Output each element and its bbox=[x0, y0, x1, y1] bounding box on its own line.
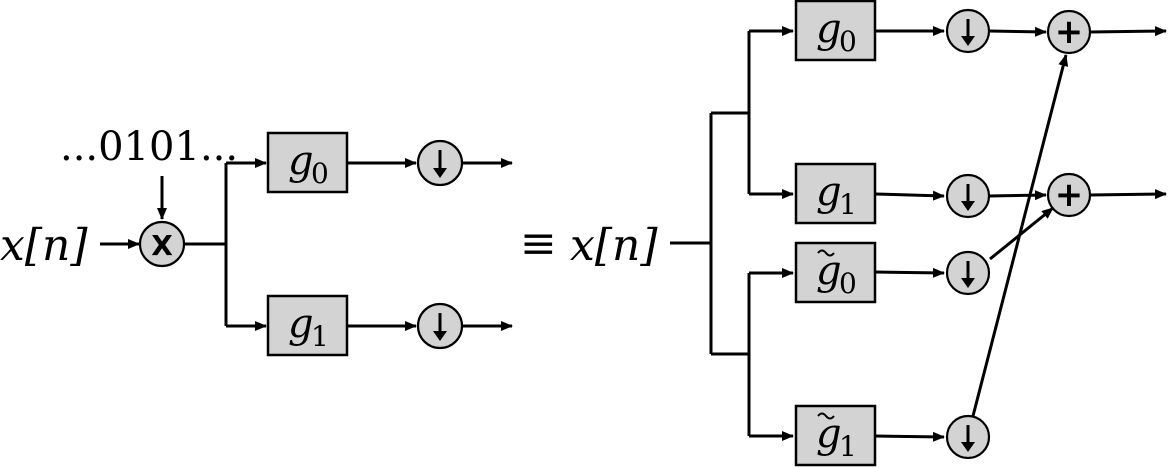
wire-down4-adder1 bbox=[971, 54, 1069, 417]
left-system: x[n] ...0101... X g 0 g 1 bbox=[0, 124, 513, 357]
multiplier-node: X bbox=[138, 220, 186, 268]
down-arrow-icon bbox=[433, 313, 447, 341]
right-output-bottom bbox=[1089, 189, 1167, 200]
down-arrow-icon bbox=[961, 184, 975, 211]
sequence-label: ...0101... bbox=[60, 124, 238, 170]
svg-text:0: 0 bbox=[311, 157, 329, 190]
down-arrow-icon bbox=[961, 19, 975, 46]
right-input-label: x[n] bbox=[570, 220, 658, 271]
svg-text:0: 0 bbox=[839, 25, 857, 58]
right-downsampler-4 bbox=[945, 414, 991, 460]
svg-text:g: g bbox=[816, 6, 842, 52]
left-filter-g0: g 0 bbox=[266, 131, 349, 194]
down-arrow-icon bbox=[433, 150, 447, 178]
wire-down1-adder1 bbox=[988, 26, 1047, 37]
adder-top: + bbox=[1046, 9, 1092, 55]
right-filter-g0: g 0 bbox=[794, 0, 877, 62]
adder-bottom: + bbox=[1046, 172, 1092, 218]
wire-g0t-down bbox=[874, 267, 945, 278]
right-downsampler-2 bbox=[945, 173, 991, 219]
tilde-mark bbox=[817, 249, 835, 257]
wire-g1t-down bbox=[874, 431, 945, 442]
wire-g1-down bbox=[874, 190, 945, 201]
left-input-label: x[n] bbox=[0, 220, 88, 271]
svg-text:g: g bbox=[816, 169, 842, 215]
right-filter-g0-tilde: g 0 bbox=[794, 241, 877, 304]
left-downsampler-top bbox=[416, 139, 464, 187]
right-filter-g1: g 1 bbox=[794, 162, 877, 225]
svg-text:1: 1 bbox=[839, 430, 857, 463]
down-arrow-icon bbox=[961, 425, 975, 452]
wire-down2-adder2 bbox=[988, 190, 1047, 201]
right-system: x[n] g 0 g 1 g 0 g bbox=[570, 0, 1167, 467]
down-arrow-icon bbox=[961, 261, 975, 288]
svg-text:0: 0 bbox=[839, 267, 857, 300]
left-filter-g1: g 1 bbox=[266, 294, 349, 357]
right-downsampler-1 bbox=[945, 8, 991, 54]
right-downsampler-3 bbox=[945, 250, 991, 296]
tilde-mark bbox=[817, 412, 835, 420]
multiply-icon: X bbox=[151, 229, 173, 262]
right-filter-g1-tilde: g 1 bbox=[794, 404, 877, 467]
svg-text:g: g bbox=[288, 138, 314, 184]
left-downsampler-bottom bbox=[416, 302, 464, 350]
svg-text:1: 1 bbox=[311, 320, 329, 353]
svg-text:g: g bbox=[288, 301, 314, 347]
plus-icon: + bbox=[1055, 175, 1084, 215]
right-output-top bbox=[1089, 26, 1167, 37]
svg-text:1: 1 bbox=[839, 188, 857, 221]
equivalence-symbol: ≡ bbox=[520, 218, 557, 269]
plus-icon: + bbox=[1055, 12, 1084, 52]
